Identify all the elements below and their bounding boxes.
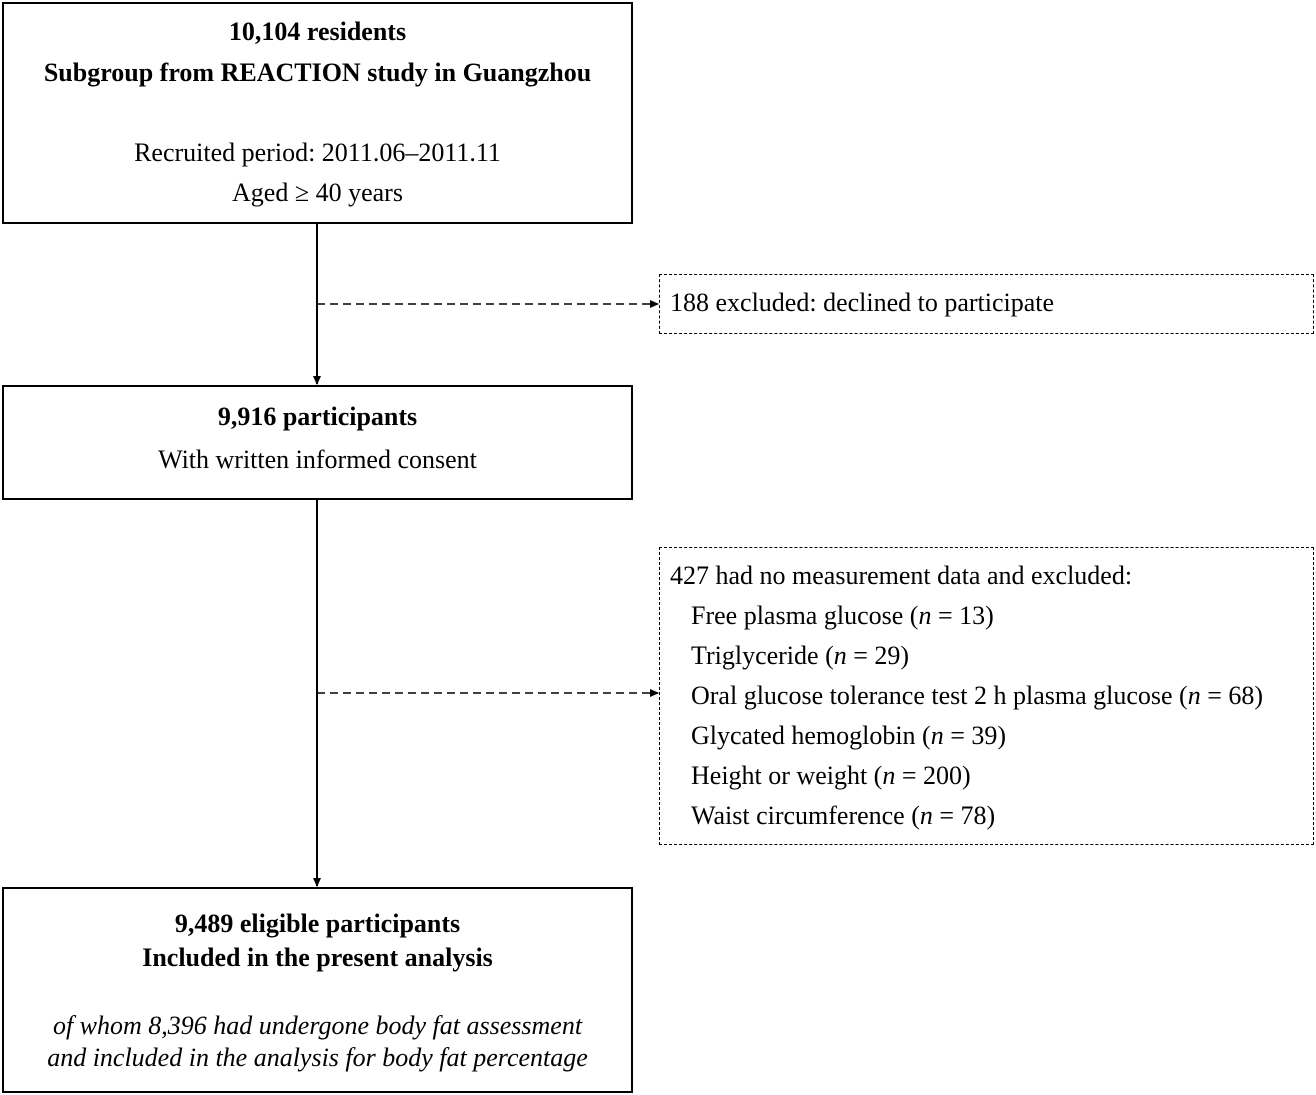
- exclusion-missing-data-heading: 427 had no measurement data and excluded…: [670, 561, 1133, 590]
- exclusion-item: Height or weight (n = 200): [691, 761, 971, 790]
- box-residents-period: Recruited period: 2011.06–2011.11: [134, 138, 501, 167]
- box-residents-title: 10,104 residents: [228, 17, 407, 46]
- box-eligible-subtitle: Included in the present analysis: [142, 943, 493, 972]
- box-residents-age: Aged ≥ 40 years: [232, 178, 403, 207]
- exclusion-item: Oral glucose tolerance test 2 h plasma g…: [691, 681, 1264, 710]
- exclusion-item: Triglyceride (n = 29): [691, 641, 910, 670]
- exclusion-missing-data-box: 427 had no measurement data and excluded…: [659, 547, 1314, 845]
- box-participants-title: 9,916 participants: [217, 402, 418, 431]
- box-eligible-note-line2: and included in the analysis for body fa…: [47, 1043, 588, 1072]
- exclusion-item: Free plasma glucose (n = 13): [691, 601, 994, 630]
- box-participants-subtitle: With written informed consent: [158, 445, 477, 474]
- box-residents: 10,104 residents Subgroup from REACTION …: [2, 2, 633, 224]
- exclusion-declined-text: 188 excluded: declined to participate: [670, 288, 1055, 317]
- exclusion-item: Glycated hemoglobin (n = 39): [691, 721, 1007, 750]
- exclusion-item: Waist circumference (n = 78): [691, 801, 996, 830]
- box-participants: 9,916 participants With written informed…: [2, 385, 633, 500]
- box-residents-subtitle: Subgroup from REACTION study in Guangzho…: [43, 58, 592, 87]
- box-eligible-note-line1: of whom 8,396 had undergone body fat ass…: [52, 1011, 583, 1040]
- box-eligible-title: 9,489 eligible participants: [174, 909, 461, 938]
- exclusion-declined-box: 188 excluded: declined to participate: [659, 274, 1314, 334]
- box-eligible: 9,489 eligible participants Included in …: [2, 887, 633, 1093]
